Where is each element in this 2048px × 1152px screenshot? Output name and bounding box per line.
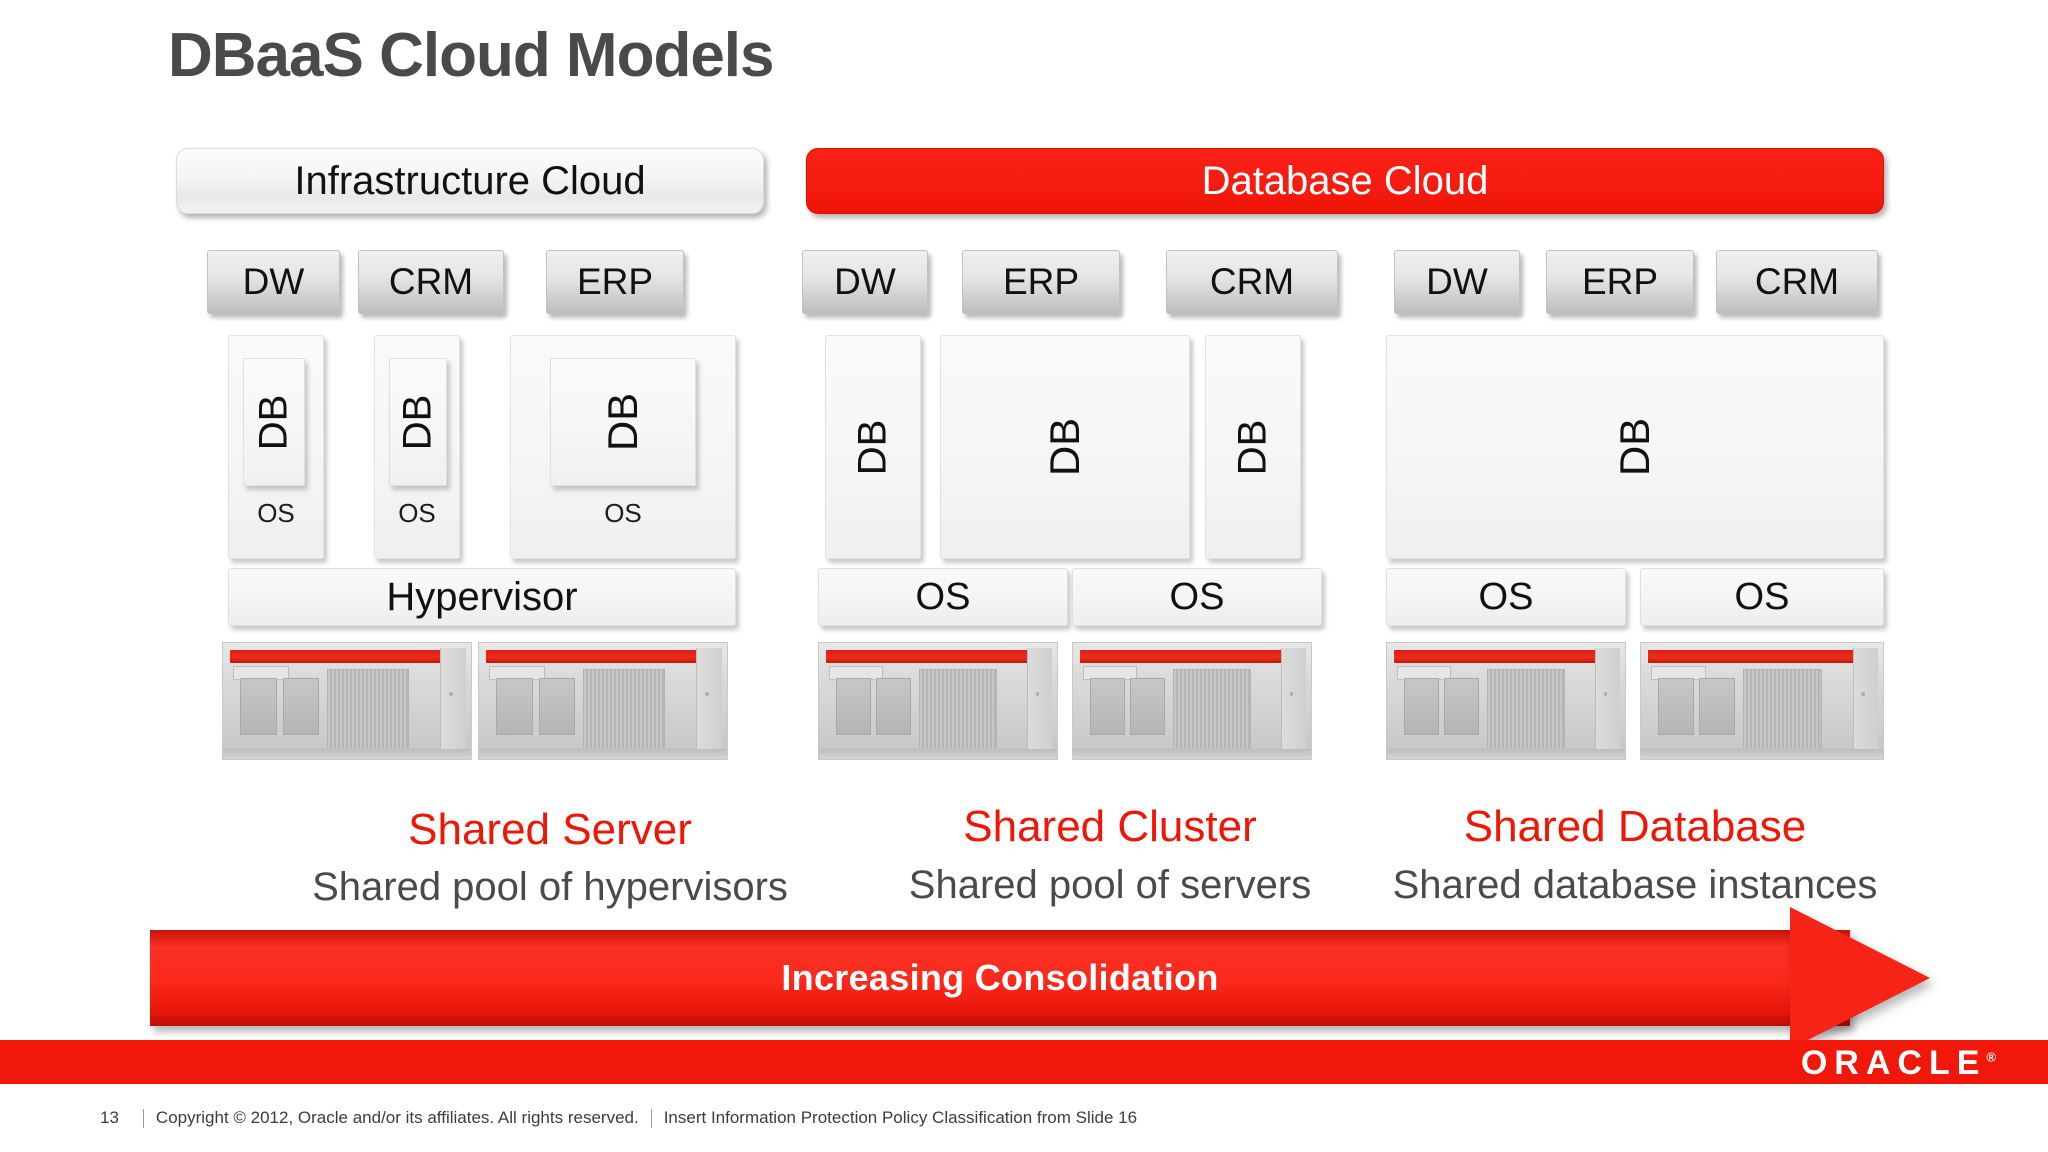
app-box-crm-col3[interactable]: CRM — [1716, 250, 1878, 314]
arrow-body — [150, 930, 1850, 1026]
server-rack-2-col3 — [1640, 642, 1884, 760]
rack-base — [1641, 748, 1883, 759]
os-label-1-col1: OS — [257, 498, 295, 528]
rack-drive-bay — [1657, 677, 1694, 736]
server-rack-1-col3 — [1386, 642, 1626, 760]
rack-base — [223, 748, 471, 759]
rack-side-panel — [1281, 647, 1307, 755]
rack-vent — [327, 668, 409, 750]
app-box-erp-col2[interactable]: ERP — [962, 250, 1120, 314]
db-box-3-col2[interactable]: DB — [1205, 335, 1301, 559]
caption-title-shared-cluster: Shared Cluster — [963, 802, 1257, 851]
os-label-2-col1: OS — [398, 498, 436, 528]
app-box-dw-col2[interactable]: DW — [802, 250, 928, 314]
rack-base — [819, 748, 1057, 759]
rack-top-stripe — [1394, 649, 1611, 663]
caption-title-shared-database: Shared Database — [1463, 802, 1807, 851]
app-box-erp-col1[interactable]: ERP — [546, 250, 684, 314]
db-box-2-col2[interactable]: DB — [940, 335, 1190, 559]
os-bar-1-col3[interactable]: OS — [1386, 568, 1626, 626]
rack-vent — [1172, 668, 1252, 750]
rack-top-stripe — [1080, 649, 1297, 663]
page-title: DBaaS Cloud Models — [168, 21, 775, 90]
rack-drive-bay — [1444, 677, 1480, 736]
oracle-logo: ORACLE® — [1801, 1044, 1996, 1083]
db-label: DB — [251, 394, 296, 450]
rack-drive-bay — [876, 677, 912, 736]
server-rack-2-col2 — [1072, 642, 1312, 760]
caption-sub-shared-server: Shared pool of hypervisors — [312, 865, 788, 909]
rack-base — [1387, 748, 1625, 759]
rack-vent — [918, 668, 998, 750]
rack-drive-bay — [1089, 677, 1125, 736]
footer-red-bar — [0, 1040, 2048, 1084]
increasing-consolidation-arrow: Increasing Consolidation — [150, 907, 1930, 1049]
caption-title-shared-server: Shared Server — [408, 805, 692, 854]
rack-side-panel — [1595, 647, 1621, 755]
os-label-3-col1: OS — [604, 498, 642, 528]
server-rack-2-col1 — [478, 642, 728, 760]
db-box-3-col1[interactable]: DB — [550, 358, 696, 486]
server-rack-1-col2 — [818, 642, 1058, 760]
app-box-crm-col1[interactable]: CRM — [358, 250, 504, 314]
footer-legal-line: 13 Copyright © 2012, Oracle and/or its a… — [100, 1108, 1137, 1128]
rack-vent — [583, 668, 665, 750]
registered-mark-icon: ® — [1986, 1049, 1996, 1065]
hypervisor-bar-col1[interactable]: Hypervisor — [228, 568, 736, 626]
server-rack-1-col1 — [222, 642, 472, 760]
db-box-shared-col3[interactable]: DB — [1386, 335, 1884, 559]
copyright-text: Copyright © 2012, Oracle and/or its affi… — [155, 1108, 639, 1127]
rack-drive-bay — [1403, 677, 1439, 736]
app-box-dw-col3[interactable]: DW — [1394, 250, 1520, 314]
app-box-dw-col1[interactable]: DW — [207, 250, 340, 314]
db-label: DB — [598, 392, 646, 452]
arrow-head-icon — [1790, 907, 1930, 1049]
rack-drive-bay — [1699, 677, 1735, 736]
os-bar-1-col2[interactable]: OS — [818, 568, 1068, 626]
caption-sub-shared-cluster: Shared pool of servers — [908, 863, 1312, 907]
slide-number: 13 — [100, 1108, 119, 1127]
classification-text: Insert Information Protection Policy Cla… — [663, 1108, 1138, 1127]
rack-top-stripe — [486, 649, 713, 663]
rack-base — [479, 748, 727, 759]
app-box-crm-col2[interactable]: CRM — [1166, 250, 1338, 314]
db-box-1-col1[interactable]: DB — [243, 358, 305, 486]
rack-vent — [1742, 668, 1823, 750]
infrastructure-cloud-header[interactable]: Infrastructure Cloud — [176, 148, 764, 214]
vm-box-3-col1[interactable]: DB OS — [510, 335, 736, 559]
db-label: DB — [850, 419, 895, 475]
os-bar-2-col2[interactable]: OS — [1072, 568, 1322, 626]
db-label: DB — [1610, 417, 1658, 477]
rack-drive-bay — [538, 677, 576, 736]
rack-drive-bay — [496, 677, 534, 736]
caption-sub-shared-database: Shared database instances — [1392, 863, 1878, 907]
divider — [142, 1108, 144, 1128]
db-box-2-col1[interactable]: DB — [389, 358, 447, 486]
rack-vent — [1486, 668, 1566, 750]
db-label: DB — [1230, 419, 1275, 475]
rack-drive-bay — [282, 677, 320, 736]
rack-side-panel — [1852, 647, 1879, 755]
vm-box-2-col1[interactable]: DB OS — [374, 335, 460, 559]
rack-side-panel — [1027, 647, 1053, 755]
os-bar-2-col3[interactable]: OS — [1640, 568, 1884, 626]
divider — [650, 1108, 652, 1128]
rack-top-stripe — [1648, 649, 1869, 663]
arrow-label: Increasing Consolidation — [781, 957, 1219, 998]
vm-box-1-col1[interactable]: DB OS — [228, 335, 324, 559]
db-label: DB — [1040, 417, 1088, 477]
db-box-1-col2[interactable]: DB — [825, 335, 921, 559]
rack-top-stripe — [230, 649, 457, 663]
rack-drive-bay — [835, 677, 871, 736]
rack-side-panel — [696, 647, 723, 755]
rack-drive-bay — [240, 677, 278, 736]
oracle-logo-text: ORACLE — [1800, 1044, 1987, 1082]
db-label: DB — [395, 394, 440, 450]
database-cloud-header[interactable]: Database Cloud — [806, 148, 1884, 214]
app-box-erp-col3[interactable]: ERP — [1546, 250, 1694, 314]
rack-top-stripe — [826, 649, 1043, 663]
rack-drive-bay — [1130, 677, 1166, 736]
rack-base — [1073, 748, 1311, 759]
rack-side-panel — [440, 647, 467, 755]
